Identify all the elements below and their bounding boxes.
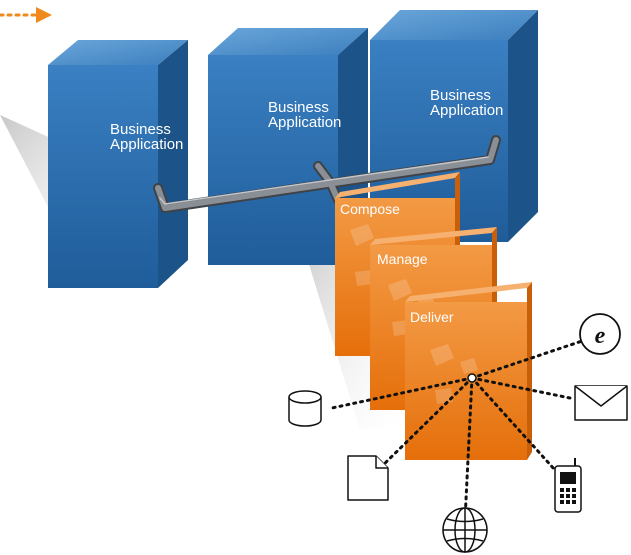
database-icon [288,390,322,427]
deliver-label: Deliver [410,309,454,325]
business-application-box-3: Business Application [370,10,538,242]
deliver-card: Deliver [405,282,532,460]
distribution-hub [467,373,477,383]
mobile-phone-icon [554,458,582,513]
integration-pipe [153,135,501,213]
box-3-label-line2: Application [430,102,503,119]
business-application-box-1: Business Application [48,40,188,288]
box-2-label-line1: Business [268,99,329,116]
svg-text:Business Application: Business Application [430,87,503,119]
box-1-label-line2: Application [110,136,183,153]
e-glyph: e [595,323,606,349]
email-envelope-icon [574,385,628,421]
document-icon [347,455,389,501]
delivery-channel-links [330,338,587,522]
business-application-box-2: Business Application [208,28,368,265]
e-business-icon: e [579,313,621,355]
svg-text:Business Application: Business Application [110,121,183,153]
compose-label: Compose [340,201,400,217]
box-2-label-line2: Application [268,114,341,131]
box-1-label-line1: Business [110,121,171,138]
flow-arrow [0,7,52,23]
web-globe-icon [442,507,488,553]
svg-text:Business Application: Business Application [268,99,341,131]
box-3-label-line1: Business [430,87,491,104]
manage-label: Manage [377,251,428,267]
